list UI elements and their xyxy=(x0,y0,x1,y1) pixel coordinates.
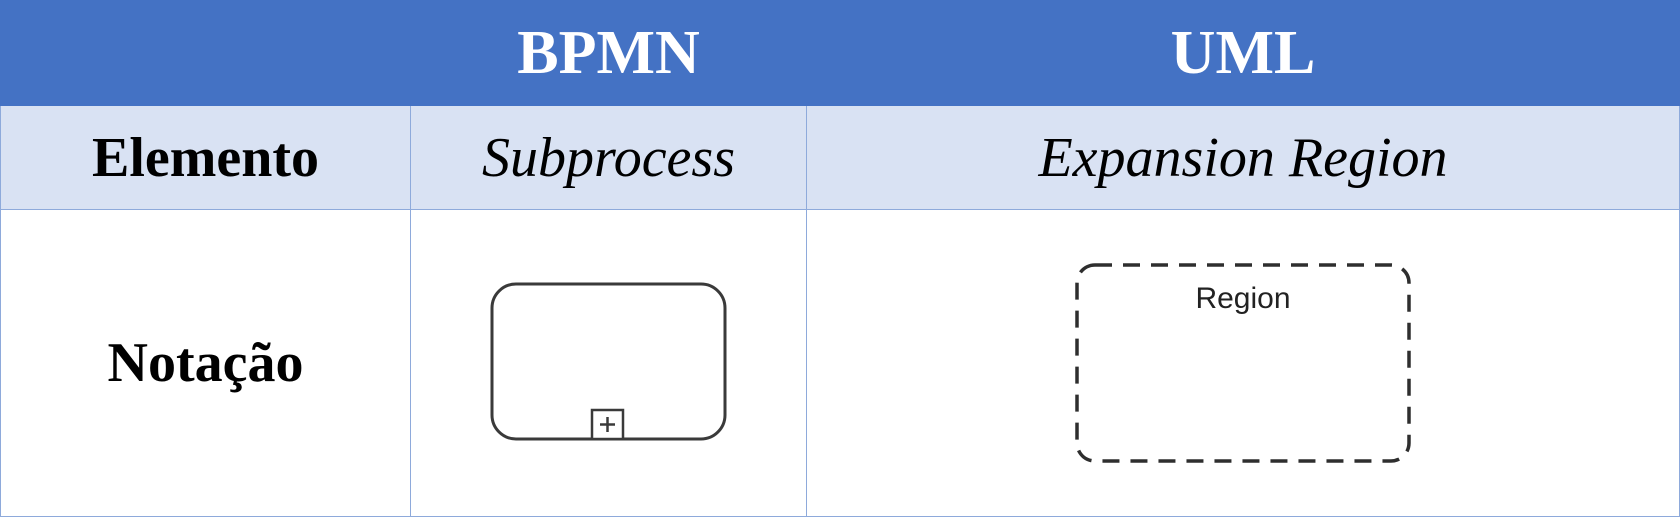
element-row: Elemento Subprocess Expansion Region xyxy=(0,105,1680,210)
header-row: BPMN UML xyxy=(0,0,1680,106)
expansion-region-icon: Region xyxy=(1075,263,1411,463)
expansion-region-label: Region xyxy=(1195,282,1290,315)
element-bpmn-cell: Subprocess xyxy=(410,105,807,210)
subprocess-collapsed-icon xyxy=(490,282,726,440)
notation-row: Notação Region xyxy=(0,209,1680,517)
element-uml-cell: Expansion Region xyxy=(806,105,1680,210)
header-uml: UML xyxy=(806,0,1680,106)
notation-row-label: Notação xyxy=(0,209,411,517)
notation-bpmn-cell xyxy=(410,209,807,517)
element-row-label: Elemento xyxy=(0,105,411,210)
header-bpmn: BPMN xyxy=(410,0,807,106)
header-blank-cell xyxy=(0,0,411,106)
notation-uml-cell: Region xyxy=(806,209,1680,517)
